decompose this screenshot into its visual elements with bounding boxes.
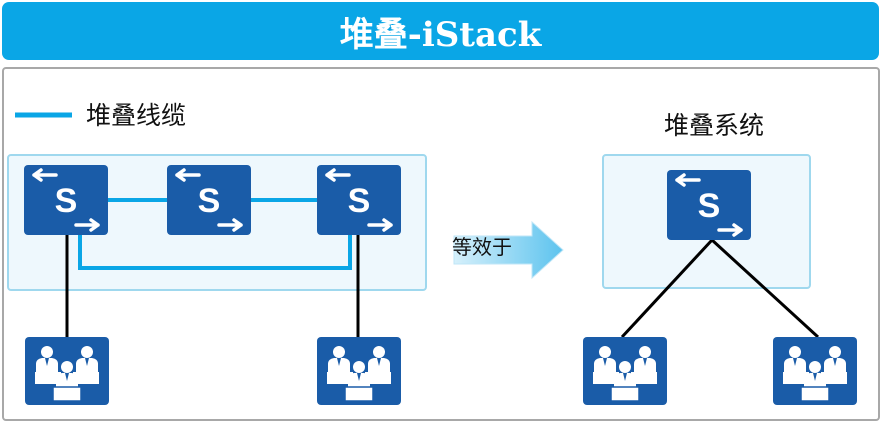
page-title: 堆叠-iStack — [339, 14, 542, 55]
right-arrow-icon — [453, 220, 564, 280]
switch-icon — [24, 165, 108, 235]
title-bar: 堆叠-iStack — [2, 2, 879, 60]
legend: 堆叠线缆 — [15, 101, 186, 130]
user-group-icon — [25, 337, 109, 405]
user-group-icon — [583, 337, 667, 405]
stack-cables — [78, 198, 352, 270]
user-group-icon — [317, 337, 401, 405]
link-system-to-users-left — [620, 238, 714, 339]
equivalence-arrow: 等效于 — [452, 220, 564, 280]
legend-label: 堆叠线缆 — [86, 101, 186, 130]
link-system-to-users-right — [710, 238, 820, 339]
switch-icon — [317, 165, 401, 235]
user-group-icon — [773, 337, 857, 405]
switch-icon — [667, 170, 751, 240]
system-label: 堆叠系统 — [664, 111, 764, 140]
stack-cable-ring — [78, 235, 352, 270]
switch-icon — [167, 165, 251, 235]
equivalence-label: 等效于 — [452, 235, 512, 259]
